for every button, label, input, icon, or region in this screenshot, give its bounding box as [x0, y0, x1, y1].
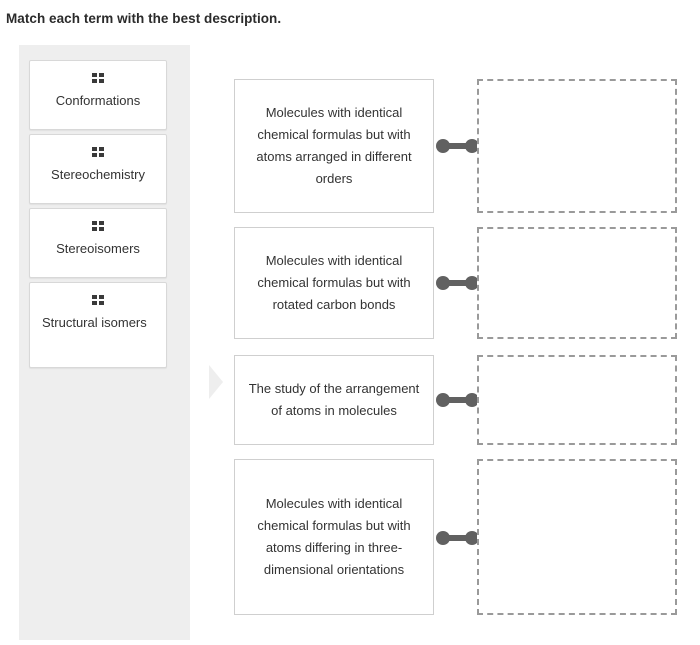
drop-zone[interactable] — [477, 227, 677, 339]
dumbbell-connector-icon — [436, 276, 479, 290]
description-card: Molecules with identical chemical formul… — [234, 79, 434, 213]
description-card: Molecules with identical chemical formul… — [234, 459, 434, 615]
term-label: Structural isomers — [42, 315, 147, 330]
dumbbell-connector-icon — [436, 393, 479, 407]
dumbbell-connector-icon — [436, 139, 479, 153]
term-label: Stereoisomers — [56, 241, 140, 256]
page-title: Match each term with the best descriptio… — [6, 11, 282, 26]
drag-handle-icon[interactable] — [91, 73, 105, 83]
drop-zone[interactable] — [477, 79, 677, 213]
drop-zone[interactable] — [477, 355, 677, 445]
drag-handle-icon[interactable] — [91, 295, 105, 305]
description-card: The study of the arrangement of atoms in… — [234, 355, 434, 445]
drop-zone[interactable] — [477, 459, 677, 615]
drag-handle-icon[interactable] — [91, 147, 105, 157]
term-card-conformations[interactable]: Conformations — [29, 60, 167, 130]
term-card-structural-isomers[interactable]: Structural isomers — [29, 282, 167, 368]
description-text: Molecules with identical chemical formul… — [256, 105, 412, 186]
description-text: The study of the arrangement of atoms in… — [248, 381, 420, 418]
description-text: Molecules with identical chemical formul… — [257, 253, 411, 312]
term-card-stereochemistry[interactable]: Stereochemistry — [29, 134, 167, 204]
description-text: Molecules with identical chemical formul… — [257, 496, 411, 577]
term-card-stereoisomers[interactable]: Stereoisomers — [29, 208, 167, 278]
term-label: Conformations — [55, 93, 141, 108]
dumbbell-connector-icon — [436, 531, 479, 545]
term-label: Stereochemistry — [51, 167, 145, 182]
description-card: Molecules with identical chemical formul… — [234, 227, 434, 339]
panel-pointer-arrow — [209, 365, 223, 399]
drag-handle-icon[interactable] — [91, 221, 105, 231]
